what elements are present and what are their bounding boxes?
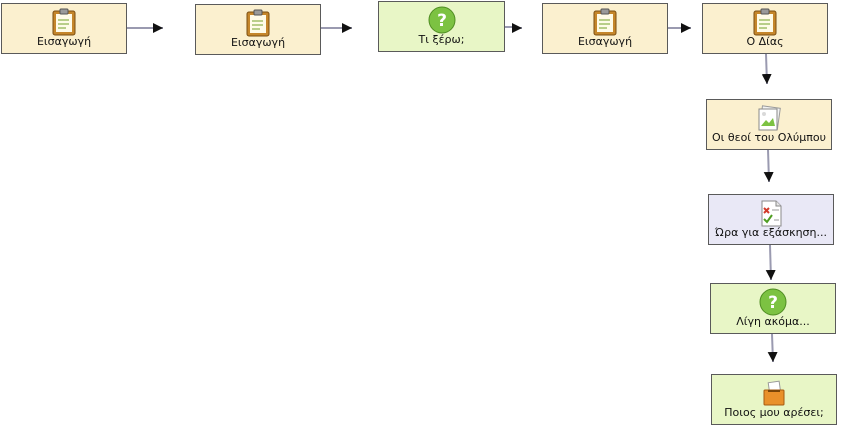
- node-label: Εισαγωγή: [577, 35, 633, 48]
- node-practice-time[interactable]: Ώρα για εξάσκηση...: [708, 194, 834, 245]
- node-olympian-gods[interactable]: Οι θεοί του Ολύμπου: [706, 99, 832, 150]
- node-zeus[interactable]: Ο Δίας: [702, 3, 828, 54]
- svg-text:?: ?: [768, 293, 778, 313]
- question-icon: ?: [428, 6, 455, 34]
- node-label: Ο Δίας: [746, 35, 784, 48]
- node-label: Λίγη ακόμα...: [736, 315, 810, 328]
- node-quiz-a-bit-more[interactable]: ? Λίγη ακόμα...: [710, 283, 836, 334]
- clipboard-icon: [753, 8, 777, 36]
- svg-text:?: ?: [437, 11, 447, 31]
- edge-n6-n7: [763, 148, 774, 183]
- edge-n7-n8: [765, 244, 776, 281]
- node-intro-1[interactable]: Εισαγωγή: [1, 3, 127, 54]
- node-who-i-like[interactable]: Ποιος μου αρέσει;: [711, 374, 837, 425]
- clipboard-icon: [246, 9, 270, 37]
- node-intro-3[interactable]: Εισαγωγή: [542, 3, 668, 54]
- question-icon: ?: [759, 288, 787, 316]
- node-quiz-what-i-know[interactable]: ? Τι ξέρω;: [378, 1, 505, 52]
- ballot-box-icon: [763, 380, 785, 406]
- node-label: Ποιος μου αρέσει;: [724, 406, 824, 419]
- edge-n8-n9: [767, 333, 778, 363]
- checklist-icon: [761, 200, 782, 227]
- node-label: Ώρα για εξάσκηση...: [715, 226, 827, 239]
- node-label: Οι θεοί του Ολύμπου: [712, 131, 826, 144]
- edge-n5-n6: [761, 53, 772, 85]
- node-label: Εισαγωγή: [230, 36, 286, 49]
- clipboard-icon: [52, 8, 76, 36]
- node-label: Τι ξέρω;: [418, 33, 465, 46]
- image-pages-icon: [758, 105, 781, 131]
- node-label: Εισαγωγή: [36, 35, 92, 48]
- clipboard-icon: [593, 8, 617, 36]
- node-intro-2[interactable]: Εισαγωγή: [195, 4, 321, 55]
